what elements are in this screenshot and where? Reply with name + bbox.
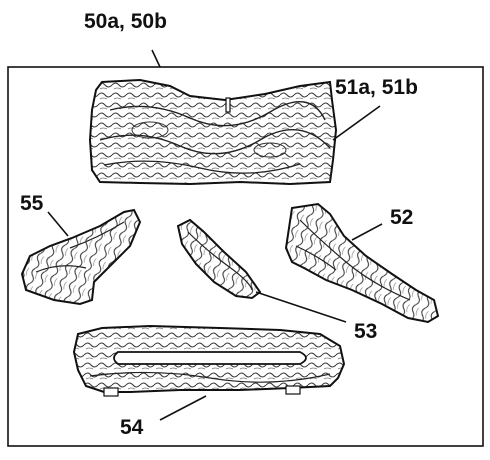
- front-log-54: [74, 326, 344, 396]
- callout-51: 51a, 51b: [335, 76, 418, 100]
- center-log-53: [178, 220, 260, 298]
- leader-line-53: [256, 292, 346, 322]
- callout-54: 54: [120, 416, 143, 440]
- left-log-55: [22, 210, 140, 304]
- callout-52: 52: [390, 206, 413, 230]
- leader-line-52: [352, 224, 382, 240]
- callout-50: 50a, 50b: [84, 10, 167, 34]
- leader-line-50: [152, 50, 160, 67]
- leader-line-54: [160, 396, 206, 420]
- leader-line-55: [48, 212, 68, 236]
- callout-53: 53: [354, 320, 377, 344]
- leader-line-51: [333, 106, 380, 140]
- right-log-52: [286, 204, 438, 322]
- callout-55: 55: [20, 192, 43, 216]
- rear-log-51: [90, 80, 336, 184]
